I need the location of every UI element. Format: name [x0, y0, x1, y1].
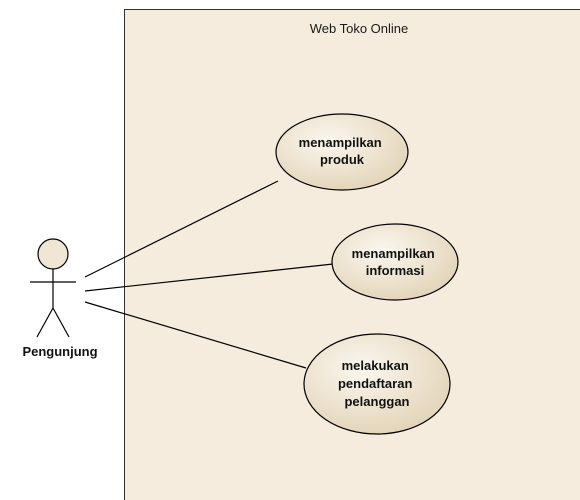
association-line-informasi	[84, 263, 334, 292]
stick-figure-icon	[30, 238, 76, 338]
actor-label: Pengunjung	[22, 344, 97, 359]
use-case-menampilkan-produk: menampilkan produk	[275, 113, 409, 191]
system-title: Web Toko Online	[310, 21, 409, 36]
association-line-pendaftaran	[84, 301, 307, 369]
use-case-label-line: menampilkan	[299, 135, 382, 150]
associations	[84, 180, 334, 369]
use-case-melakukan-pendaftaran-pelanggan: melakukan pendaftaran pelanggan	[303, 333, 451, 435]
use-case-label-line: informasi	[366, 263, 425, 278]
use-case-ellipse	[331, 223, 459, 301]
use-case-label-line: menampilkan	[352, 246, 435, 261]
association-line-produk	[84, 180, 279, 278]
use-case-ellipse	[275, 113, 409, 191]
use-case-label-line: pelanggan	[344, 394, 409, 409]
use-case-menampilkan-informasi: menampilkan informasi	[331, 223, 459, 301]
use-case-label: melakukan pendaftaran pelanggan	[338, 358, 416, 409]
use-case-label-line: produk	[320, 152, 365, 167]
use-case-label: menampilkan produk	[299, 135, 386, 167]
use-case-label: menampilkan informasi	[352, 246, 439, 278]
use-case-label-line: pendaftaran	[338, 376, 412, 391]
use-case-label-line: melakukan	[342, 358, 409, 373]
use-case-ellipse	[303, 333, 451, 435]
actor-pengunjung: Pengunjung	[22, 238, 98, 359]
